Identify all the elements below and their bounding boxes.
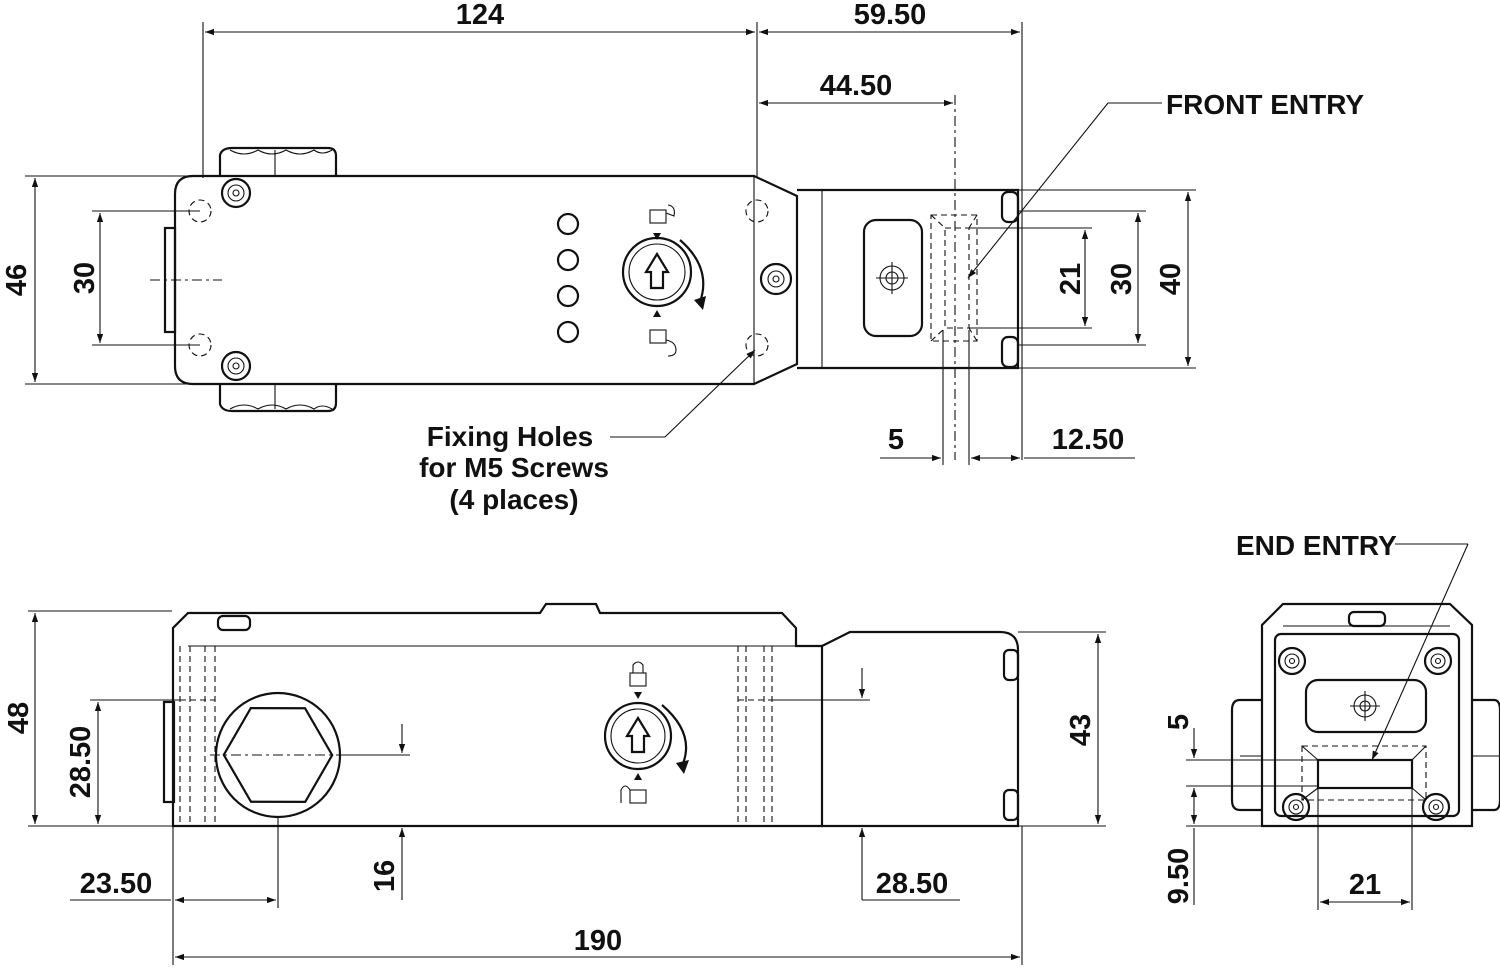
head-slot-top [1000,190,1020,224]
dim-124: 124 [456,0,504,31]
led-indicator-icon [556,212,580,236]
front-head-block [821,630,1020,828]
top-view-dimensions: 124 59.50 44.50 46 30 21 30 40 [1,0,1196,465]
rotary-key-top [621,236,706,310]
top-main-body [173,174,799,386]
top-knob-top [218,146,338,176]
front-top-slot [216,614,252,632]
fixing-holes-line-1: Fixing Holes [427,421,593,452]
rotate-arrow-icon [679,239,705,303]
lock-icon [629,661,647,699]
dim-30-left: 30 [69,262,101,294]
end-entry-callout: END ENTRY [1236,530,1469,761]
front-entry-label: FRONT ENTRY [1166,89,1364,120]
front-slot-bottom [1002,788,1020,822]
front-view [162,602,1020,828]
end-view [1230,602,1500,828]
screw-icon-top-left [220,177,252,209]
front-slot-top [1002,648,1020,682]
fixing-holes-callout: Fixing Holes for M5 Screws (4 places) [419,349,756,515]
led-indicator-icon [556,248,580,272]
dim-28-50-left: 28.50 [65,726,97,799]
front-left-tab [162,700,176,804]
dim-46: 46 [1,264,33,296]
screw-icon-end-3 [1281,792,1311,822]
screw-icon-end-1 [1277,646,1307,676]
fixing-holes-line-2: for M5 Screws [419,452,609,483]
dim-12-50: 12.50 [1052,424,1125,456]
unlock-icon [649,310,677,357]
screw-icon-right [759,262,793,296]
led-indicator-icon [556,284,580,308]
crosshair-icon [1350,691,1380,721]
front-main-body [171,602,824,828]
dim-5-end: 5 [1163,714,1195,730]
unlock-icon [620,773,647,804]
screw-icon-end-4 [1421,792,1451,822]
dim-28-50-right: 28.50 [876,868,949,900]
front-entry-slot [930,214,978,342]
dim-40: 40 [1155,263,1187,295]
dim-5-top: 5 [888,424,904,456]
dim-59-50: 59.50 [854,0,927,31]
top-view [150,95,1020,460]
rotary-key-front [603,661,689,804]
screw-icon-bottom-left [220,350,252,382]
screw-icon-end-2 [1423,646,1453,676]
top-actuator-window [862,218,924,338]
dim-30-right: 30 [1106,263,1138,295]
end-body [1260,602,1474,828]
top-head-block [797,188,1020,370]
led-indicator-icon [556,320,580,344]
fixing-hole-4 [745,333,769,357]
dim-44-50: 44.50 [820,70,893,102]
top-knob-bottom [218,384,338,413]
front-entry-callout: FRONT ENTRY [967,89,1364,279]
end-entry-slot [1301,745,1427,801]
dim-21-top: 21 [1055,263,1087,295]
dim-9-50: 9.50 [1163,848,1195,904]
front-view-dimensions: 48 28.50 43 16 28.50 23.50 190 [3,610,1106,965]
fixing-holes-line-3: (4 places) [449,484,578,515]
crosshair-icon [876,262,908,294]
head-slot-bottom [1000,335,1020,369]
end-entry-label: END ENTRY [1236,530,1397,561]
fixing-hole-3 [745,199,769,223]
dim-43: 43 [1065,714,1097,746]
dim-48: 48 [3,702,35,734]
end-view-dimensions: 5 9.50 21 [1163,714,1413,910]
dim-21-end: 21 [1349,869,1381,901]
dim-23-50: 23.50 [80,868,153,900]
dim-16: 16 [369,860,401,892]
dim-190: 190 [574,925,622,957]
lock-icon [649,204,675,240]
